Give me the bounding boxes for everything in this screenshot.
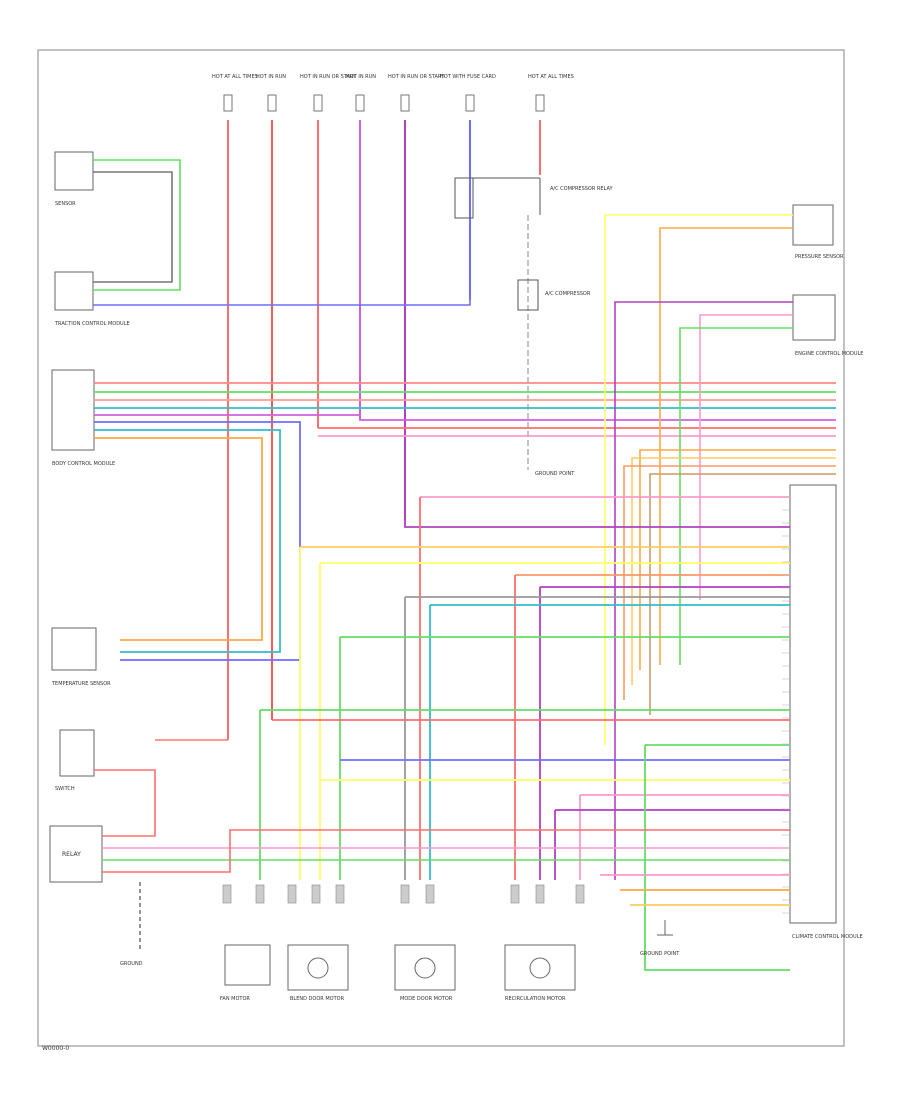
relay-box [49, 825, 103, 883]
blend-motor [287, 944, 349, 991]
lower-left-sensor [51, 627, 97, 671]
right-sensor-wires [604, 214, 793, 880]
mid-left-module [54, 271, 94, 311]
ac-compressor-symbol [517, 279, 539, 311]
mode-motor [394, 944, 456, 991]
right-stubs [623, 449, 836, 715]
recirc-motor-label: RECIRCULATION MOTOR [505, 996, 566, 1002]
left-module [51, 369, 95, 451]
fan-motor [224, 944, 271, 986]
mode-motor-label: MODE DOOR MOTOR [400, 996, 453, 1002]
right-components [789, 204, 837, 924]
top-left-sensor [54, 151, 94, 191]
middle-wires [155, 496, 790, 971]
left-module-label: BODY CONTROL MODULE [52, 461, 115, 467]
relay-box-label: RELAY [62, 851, 81, 858]
lower-left-sensor-label: TEMPERATURE SENSOR [51, 681, 111, 687]
mid-left-module-label: TRACTION CONTROL MODULE [54, 321, 130, 327]
relay-outputs [94, 769, 790, 950]
main-module-label: CLIMATE CONTROL MODULE [792, 934, 863, 940]
fuse-label-6: HOT WITH FUSE CARD [440, 74, 496, 80]
ground-left-label: GROUND [120, 961, 143, 967]
right-module [792, 294, 836, 341]
blend-motor-label: BLEND DOOR MOTOR [290, 996, 345, 1002]
bottom-ground-label: GROUND POINT [640, 951, 680, 957]
left-components [49, 151, 103, 883]
fuse-label-4: HOT IN RUN [346, 74, 376, 80]
relay-box-top [454, 177, 474, 219]
left-sensor-wires [93, 159, 471, 306]
right-sensor-label: PRESSURE SENSOR [795, 254, 844, 260]
fuse-label-1: HOT AT ALL TIMES [212, 74, 258, 80]
footer-code: W0000-0 [42, 1045, 69, 1052]
fan-motor-label: FAN MOTOR [220, 996, 250, 1002]
right-module-label: ENGINE CONTROL MODULE [795, 351, 863, 357]
fuse-label-3: HOT IN RUN OR START [300, 74, 357, 80]
bottom-ground [657, 920, 673, 936]
main-module [789, 484, 837, 924]
ac-compressor-label: A/C COMPRESSOR [545, 291, 591, 297]
fuse-label-7: HOT AT ALL TIMES [528, 74, 574, 80]
ground-top-label: GROUND POINT [535, 471, 575, 477]
bottom-motors [224, 944, 576, 991]
right-sensor [792, 204, 834, 246]
top-left-sensor-label: SENSOR [55, 201, 76, 207]
left-switch [59, 729, 95, 777]
motor-connectors [222, 884, 585, 904]
fuse-headers: HOT AT ALL TIMES HOT IN RUN HOT IN RUN O… [212, 74, 574, 80]
ac-relay-area [454, 177, 541, 470]
fuse-label-2: HOT IN RUN [256, 74, 286, 80]
fuse-symbols [223, 94, 545, 112]
recirc-motor [504, 944, 576, 991]
main-module-pins [782, 496, 790, 914]
left-switch-label: SWITCH [55, 786, 75, 792]
fuse-label-5: HOT IN RUN OR START [388, 74, 445, 80]
left-module-bus [94, 382, 836, 661]
diagram-frame [37, 49, 845, 1047]
ac-relay-label: A/C COMPRESSOR RELAY [550, 186, 613, 192]
